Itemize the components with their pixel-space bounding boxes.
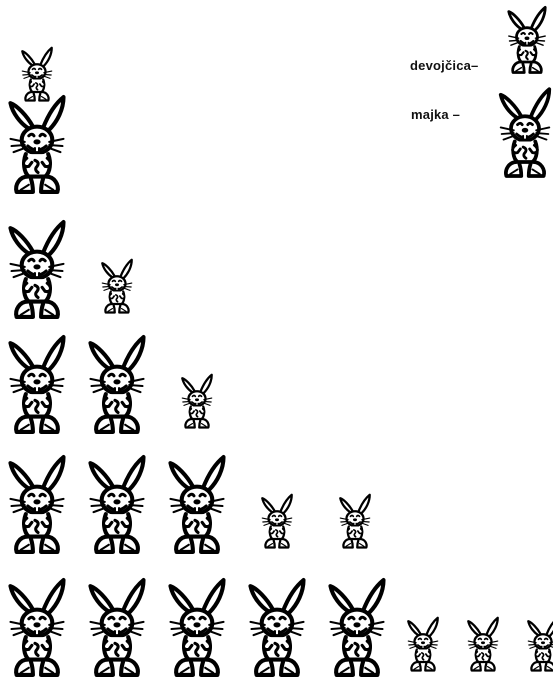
- mother-bunny-icon: [86, 578, 148, 680]
- mother-bunny-icon: [326, 578, 388, 680]
- mother-bunny-icon: [6, 220, 68, 322]
- mother-bunny-icon: [6, 95, 68, 197]
- girl-bunny-icon: [260, 489, 294, 555]
- mother-bunny-icon: [6, 335, 68, 437]
- girl-bunny-icon: [526, 612, 553, 678]
- girl-bunny-icon: [100, 254, 134, 320]
- mother-bunny-icon: [6, 455, 68, 557]
- mother-bunny-icon: [86, 335, 148, 437]
- legend-mother-bunny-icon: [497, 86, 553, 182]
- girl-bunny-icon: [180, 369, 214, 435]
- girl-bunny-icon: [338, 489, 372, 555]
- mother-bunny-icon: [166, 455, 228, 557]
- legend-girl-bunny-icon: [506, 2, 548, 80]
- legend-girl-label: devojčica–: [410, 58, 479, 73]
- mother-bunny-icon: [86, 455, 148, 557]
- legend-mother-label: majka –: [411, 107, 460, 122]
- girl-bunny-icon: [466, 612, 500, 678]
- girl-bunny-icon: [406, 612, 440, 678]
- mother-bunny-icon: [6, 578, 68, 680]
- mother-bunny-icon: [246, 578, 308, 680]
- mother-bunny-icon: [166, 578, 228, 680]
